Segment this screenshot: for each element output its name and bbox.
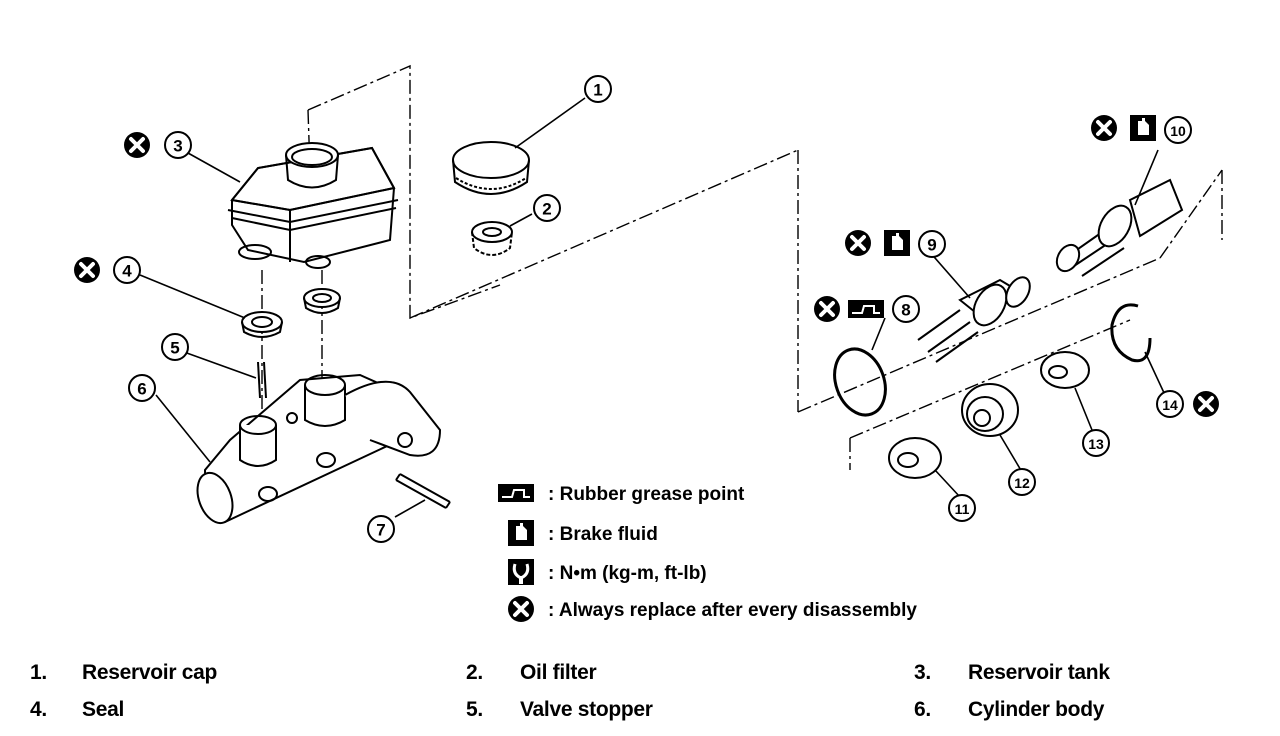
part-label: Reservoir tank bbox=[968, 661, 1110, 684]
replace-icon bbox=[1191, 389, 1221, 419]
cylinder-seal-12 bbox=[961, 383, 1019, 437]
callout-2: 2 bbox=[542, 200, 551, 219]
o-ring bbox=[833, 347, 887, 417]
part-label: Oil filter bbox=[520, 661, 597, 684]
replace-legend-icon bbox=[506, 594, 536, 624]
piston-stopper-11 bbox=[888, 437, 942, 479]
centerlines bbox=[261, 64, 1223, 470]
callout-14: 14 bbox=[1162, 397, 1178, 413]
snap-ring bbox=[1110, 303, 1152, 363]
callout-1: 1 bbox=[593, 81, 602, 100]
torque-wrench-icon bbox=[508, 559, 534, 585]
callout-6: 6 bbox=[137, 380, 146, 399]
legend-torque: : N•m (kg-m, ft-lb) bbox=[548, 563, 707, 584]
callout-11: 11 bbox=[955, 501, 970, 517]
callout-13: 13 bbox=[1088, 436, 1104, 452]
replace-icon bbox=[72, 255, 102, 285]
reservoir-tank bbox=[227, 142, 399, 269]
leader-lines bbox=[139, 97, 1166, 518]
brake-fluid-icon bbox=[1130, 115, 1156, 141]
replace-icon bbox=[843, 228, 873, 258]
cylinder-body bbox=[196, 373, 442, 525]
callout-circles bbox=[113, 75, 1192, 543]
secondary-piston bbox=[1055, 178, 1184, 277]
callout-5: 5 bbox=[170, 339, 179, 358]
part-number: 5. bbox=[466, 698, 483, 721]
brake-fluid-legend-icon bbox=[508, 520, 534, 546]
callout-12: 12 bbox=[1014, 475, 1030, 491]
part-number: 4. bbox=[30, 698, 47, 721]
seal-4 bbox=[241, 311, 283, 338]
legend-rubber-grease: : Rubber grease point bbox=[548, 484, 745, 505]
part-label: Reservoir cap bbox=[82, 661, 218, 684]
callout-4: 4 bbox=[122, 262, 132, 281]
part-number: 3. bbox=[914, 661, 931, 684]
callout-7: 7 bbox=[376, 521, 385, 540]
part-number: 1. bbox=[30, 661, 47, 684]
legend: : Rubber grease point : Brake fluid : N•… bbox=[497, 483, 917, 624]
primary-piston bbox=[917, 276, 1031, 363]
replace-icon bbox=[122, 130, 152, 160]
parts-list: 1. Reservoir cap 2. Oil filter 3. Reserv… bbox=[0, 655, 1280, 735]
brake-fluid-icon bbox=[884, 230, 910, 256]
part-number: 2. bbox=[466, 661, 483, 684]
grease-icon bbox=[847, 299, 885, 319]
callout-8: 8 bbox=[901, 301, 910, 320]
replace-icon bbox=[812, 294, 842, 324]
oil-filter bbox=[471, 221, 513, 256]
callout-9: 9 bbox=[927, 236, 936, 255]
legend-brake-fluid: : Brake fluid bbox=[548, 524, 658, 545]
seal-4b bbox=[303, 288, 341, 314]
legend-replace: : Always replace after every disassembly bbox=[548, 600, 917, 621]
part-label: Seal bbox=[82, 698, 124, 721]
reservoir-cap bbox=[452, 141, 530, 195]
part-label: Cylinder body bbox=[968, 698, 1105, 721]
callout-10: 10 bbox=[1170, 123, 1186, 139]
valve-stopper bbox=[257, 361, 267, 399]
replace-icon bbox=[1089, 113, 1119, 143]
part-number: 6. bbox=[914, 698, 931, 721]
washer-13 bbox=[1040, 351, 1090, 389]
part-label: Valve stopper bbox=[520, 698, 653, 721]
rubber-grease-icon bbox=[497, 483, 535, 503]
callout-3: 3 bbox=[173, 137, 182, 156]
pin-7 bbox=[395, 473, 451, 509]
